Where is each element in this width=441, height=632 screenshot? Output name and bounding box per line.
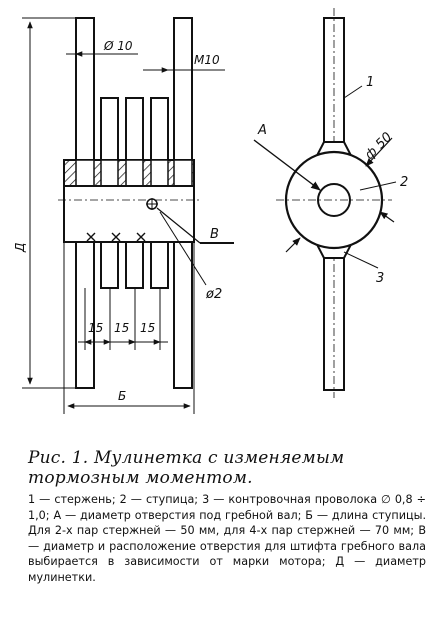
callout-3: 3 <box>376 271 384 286</box>
pin-hole-label: В <box>210 227 219 242</box>
figure-caption: Рис. 1. Мулинетка с изменяемым тормозным… <box>28 448 345 488</box>
technical-drawing: Ø 10 М10 Д 15 15 15 <box>13 8 408 414</box>
callout-2: 2 <box>400 175 408 190</box>
front-view: А ф 50 1 2 3 <box>253 8 408 398</box>
figure-legend: 1 — стержень; 2 — ступица; 3 — контровоч… <box>28 493 426 584</box>
side-view: Ø 10 М10 Д 15 15 15 <box>13 17 234 414</box>
callout-1: 1 <box>366 75 374 90</box>
spacing-label-1: 15 <box>88 321 103 335</box>
hub-diameter-leader <box>365 137 393 167</box>
shaft-hole-label: А <box>257 123 267 138</box>
shaft-hole-leader <box>253 139 321 191</box>
hub-length-dimension <box>63 242 195 414</box>
hub-diameter-label: ф 50 <box>362 130 395 163</box>
spacing-dimension <box>78 288 168 350</box>
shaft-hole <box>317 183 351 217</box>
hub-length-label: Б <box>118 389 126 403</box>
spacing-label-2: 15 <box>114 321 129 335</box>
wire-markers <box>86 232 146 242</box>
thread-label: М10 <box>194 53 220 67</box>
rod-diameter-label: Ø 10 <box>103 39 133 53</box>
pin-hole-leader <box>156 207 234 244</box>
overall-diameter-dimension <box>22 17 76 389</box>
pin-diameter-label: ø2 <box>205 287 222 302</box>
overall-diameter-label: Д <box>13 243 27 253</box>
spacing-label-3: 15 <box>140 321 155 335</box>
pin-diameter-leader <box>159 211 207 286</box>
